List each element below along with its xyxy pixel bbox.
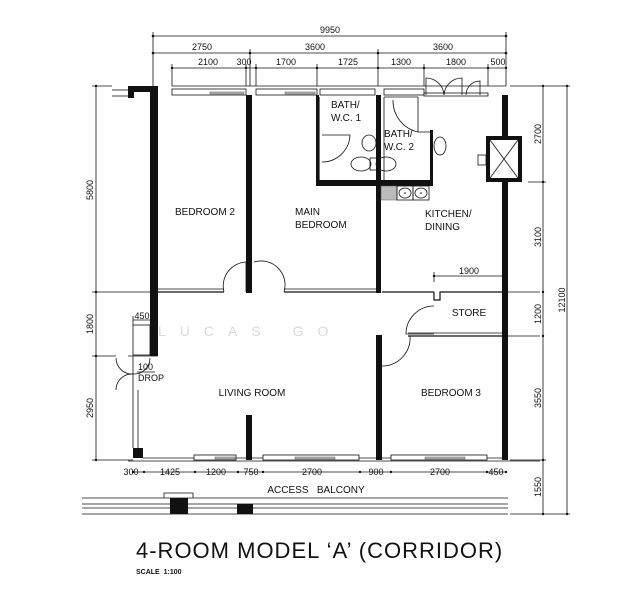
right-dimensions: 2700 3100 1200 3550 1550 12100 bbox=[510, 84, 570, 516]
plan-title: 4-ROOM MODEL ‘A’ (CORRIDOR) bbox=[136, 538, 503, 563]
dim-2100: 2100 bbox=[198, 57, 218, 67]
store-dimension: 1900 bbox=[432, 266, 502, 282]
dim-top-3600-b: 3600 bbox=[433, 42, 453, 52]
dim-store-1900: 1900 bbox=[459, 266, 479, 276]
dim-top-3600-a: 3600 bbox=[305, 42, 325, 52]
dim-500: 500 bbox=[490, 57, 505, 67]
dim-bottom-2700-a: 2700 bbox=[302, 467, 322, 477]
dim-bottom-750: 750 bbox=[243, 467, 258, 477]
partitions bbox=[128, 96, 540, 448]
dim-right-3550: 3550 bbox=[533, 388, 543, 408]
walls bbox=[133, 88, 508, 460]
dim-bottom-1200: 1200 bbox=[206, 467, 226, 477]
service-shaft bbox=[477, 136, 522, 182]
label-kitchen-2: DINING bbox=[425, 222, 460, 233]
left-dimensions: 5800 1800 2950 450 100 DROP bbox=[85, 84, 164, 462]
label-kitchen-1: KITCHEN/ bbox=[425, 209, 472, 220]
label-bedroom-3: BEDROOM 3 bbox=[421, 388, 481, 399]
dim-1725: 1725 bbox=[338, 57, 358, 67]
top-dimensions: 9950 2750 3600 3600 2100 300 1700 1725 1… bbox=[151, 25, 508, 86]
dim-left-450: 450 bbox=[134, 311, 149, 321]
watermark: LUCAS GO bbox=[158, 323, 342, 339]
dim-300: 300 bbox=[236, 57, 251, 67]
dim-left-2950: 2950 bbox=[85, 398, 95, 418]
dim-bottom-450: 450 bbox=[488, 467, 503, 477]
drop-label: DROP bbox=[138, 373, 164, 383]
label-bath-2-b: W.C. 2 bbox=[384, 142, 414, 153]
doors bbox=[115, 260, 435, 391]
dim-right-1200: 1200 bbox=[533, 304, 543, 324]
dim-left-1800: 1800 bbox=[85, 314, 95, 334]
dim-left-5800: 5800 bbox=[85, 180, 95, 200]
dim-1700: 1700 bbox=[276, 57, 296, 67]
dim-right-overall: 12100 bbox=[557, 287, 567, 312]
label-main-bedroom-2: BEDROOM bbox=[295, 220, 347, 231]
drop-value: 100 bbox=[138, 362, 153, 372]
dim-bottom-1425: 1425 bbox=[160, 467, 180, 477]
label-bedroom-2: BEDROOM 2 bbox=[175, 207, 235, 218]
top-facade bbox=[112, 77, 506, 98]
label-store: STORE bbox=[452, 308, 487, 319]
bottom-facade bbox=[128, 454, 540, 462]
label-main-bedroom-1: MAIN bbox=[295, 207, 320, 218]
dim-right-3100: 3100 bbox=[533, 227, 543, 247]
room-labels: BEDROOM 2 MAIN BEDROOM BATH/ W.C. 1 BATH… bbox=[175, 100, 486, 399]
dim-1800: 1800 bbox=[446, 57, 466, 67]
plan-scale: SCALE 1:100 bbox=[136, 569, 182, 576]
dim-1300: 1300 bbox=[391, 57, 411, 67]
label-access-balcony: ACCESS BALCONY bbox=[267, 485, 365, 496]
label-bath-1-a: BATH/ bbox=[331, 100, 360, 111]
dim-overall-width: 9950 bbox=[320, 25, 340, 35]
dim-bottom-900: 900 bbox=[368, 467, 383, 477]
dim-right-1550: 1550 bbox=[533, 477, 543, 497]
access-balcony: ACCESS BALCONY bbox=[82, 485, 540, 515]
label-bath-2-a: BATH/ bbox=[384, 129, 413, 140]
dim-top-2750: 2750 bbox=[192, 42, 212, 52]
dim-bottom-300: 300 bbox=[123, 467, 138, 477]
bath-fixtures bbox=[321, 99, 447, 201]
label-living-room: LIVING ROOM bbox=[219, 388, 286, 399]
bottom-dimensions: 300 1425 1200 750 2700 900 2700 450 bbox=[123, 467, 508, 477]
dim-right-2700: 2700 bbox=[533, 124, 543, 144]
dim-bottom-2700-b: 2700 bbox=[430, 467, 450, 477]
label-bath-1-b: W.C. 1 bbox=[331, 113, 361, 124]
